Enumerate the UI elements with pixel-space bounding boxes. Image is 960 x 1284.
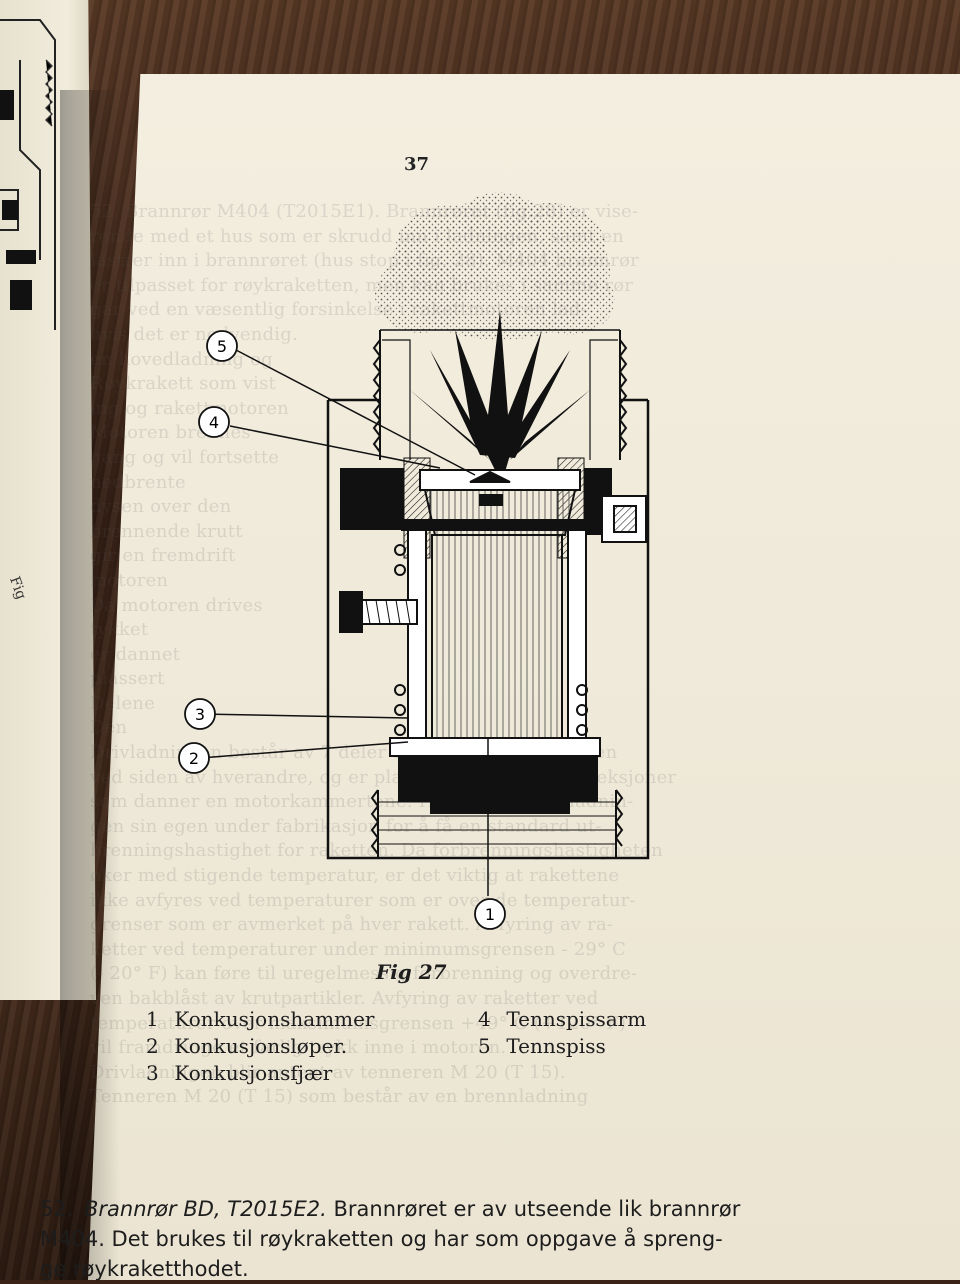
- adjacent-page-diagram-fragment: [0, 19, 56, 330]
- callout-3: 3: [184, 698, 216, 730]
- callout-1: 1: [474, 898, 506, 930]
- paragraph-52: 52.Brannrør BD, T2015E2. Brannrøret er a…: [40, 1194, 840, 1284]
- concussion-hammer: [401, 519, 593, 761]
- callout-leader-lines: [199, 349, 489, 896]
- callout-2: 2: [178, 742, 210, 774]
- flame-burst: [410, 310, 590, 472]
- svg-text:1: 1: [485, 905, 495, 924]
- svg-text:3: 3: [195, 705, 205, 724]
- paragraph-title: Brannrør BD, T2015E2.: [84, 1197, 327, 1221]
- legend-item: 5 Tennspiss: [478, 1034, 606, 1058]
- legend-column-1: 1 Konkusjonshammer 2 Konkusjonsløper. 3 …: [146, 1006, 374, 1087]
- adjacent-page-fig-label: Fig: [6, 574, 30, 602]
- smoke-cloud: [375, 192, 615, 340]
- safety-plug: [587, 495, 647, 543]
- legend-column-2: 4 Tennspissarm 5 Tennspiss: [478, 1006, 646, 1060]
- legend-item: 3 Konkusjonsfjær: [146, 1061, 333, 1085]
- callout-4: 4: [198, 406, 230, 438]
- fuze-base-block: [389, 737, 601, 814]
- callout-5: 5: [206, 330, 238, 362]
- legend-item: 2 Konkusjonsløper.: [146, 1034, 348, 1058]
- paragraph-line-2: M404. Det brukes til røykraketten og har…: [40, 1227, 723, 1251]
- legend-item: 4 Tennspissarm: [478, 1007, 647, 1031]
- page-number: 37: [404, 154, 430, 175]
- svg-text:4: 4: [209, 413, 219, 432]
- legend-item: 1 Konkusjonshammer: [146, 1007, 375, 1031]
- threaded-top-fitting: [372, 329, 628, 460]
- figure-caption: Fig 27: [376, 960, 447, 984]
- threaded-base: [370, 789, 624, 858]
- paragraph-line-3: ge røykraketthodet.: [40, 1257, 249, 1281]
- side-screw: [339, 591, 418, 633]
- adjacent-page: Fig: [0, 0, 96, 1000]
- fuze-cross-section-diagram: 5 4 3 2 1: [178, 192, 650, 930]
- svg-text:5: 5: [217, 337, 227, 356]
- svg-text:2: 2: [189, 749, 199, 768]
- paragraph-line-1: 52.Brannrør BD, T2015E2. Brannrøret er a…: [40, 1197, 741, 1221]
